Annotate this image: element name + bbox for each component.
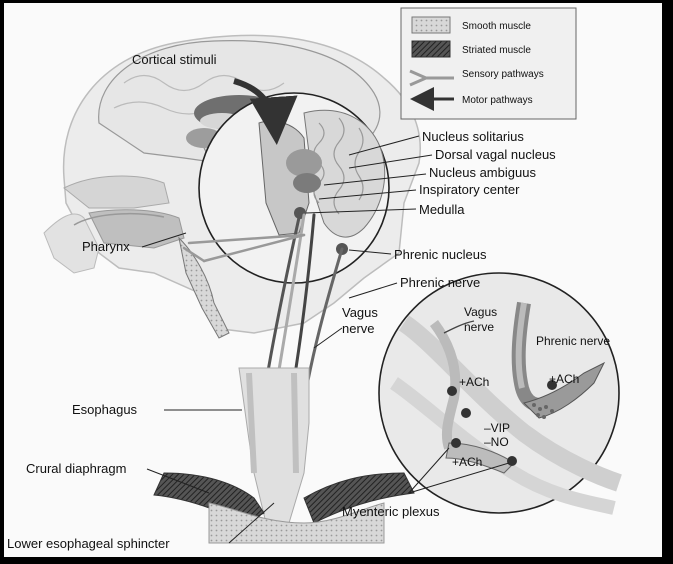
inset-vagus-label-line1: Vagus	[464, 305, 497, 319]
anatomy-diagram: Smooth muscle Striated muscle Sensory pa…	[7, 7, 622, 551]
inset-vip-label: –VIP	[484, 421, 510, 435]
legend-motor-pathways-label: Motor pathways	[462, 95, 533, 106]
nucleus-ambiguus-label: Nucleus ambiguus	[429, 165, 536, 180]
pharynx-tissue	[178, 236, 230, 339]
smooth-muscle-swatch	[411, 16, 451, 34]
leader-lines	[141, 135, 510, 544]
vagus-nerve-label-line2: nerve	[342, 321, 375, 336]
nucleus-solitarius-label: Nucleus solitarius	[422, 129, 524, 144]
phrenic-nucleus-label: Phrenic nucleus	[394, 247, 487, 262]
lower-esophageal-sphincter-label: Lower esophageal sphincter	[7, 536, 170, 551]
crural-diaphragm-label: Crural diaphragm	[26, 461, 126, 476]
dorsal-vagal-nucleus-label: Dorsal vagal nucleus	[435, 147, 556, 162]
legend-striated-muscle-label: Striated muscle	[462, 45, 531, 56]
pharynx-label: Pharynx	[82, 239, 130, 254]
esophagus-diaphragm	[153, 367, 415, 544]
legend: Smooth muscle Striated muscle Sensory pa…	[400, 7, 577, 120]
nasal-cavity	[63, 175, 185, 249]
diagram-panel: Smooth muscle Striated muscle Sensory pa…	[4, 3, 662, 557]
inset-ach-top-right-label: +ACh	[549, 372, 579, 386]
inspiratory-center-label: Inspiratory center	[419, 182, 520, 197]
inset-phrenic-nerve-label: Phrenic nerve	[536, 334, 610, 348]
legend-sensory-pathways-label: Sensory pathways	[462, 69, 544, 80]
myenteric-plexus-label: Myenteric plexus	[342, 504, 440, 519]
esophagus-label: Esophagus	[72, 402, 138, 417]
vagus-nerve-label-line1: Vagus	[342, 305, 378, 320]
inset-ach-top-left-label: +ACh	[459, 375, 489, 389]
striated-muscle-swatch	[411, 40, 451, 58]
sensory-pathway-symbol	[409, 69, 454, 87]
myenteric-inset-view	[378, 272, 622, 515]
brainstem-magnified-view	[198, 92, 390, 284]
legend-smooth-muscle-label: Smooth muscle	[462, 21, 531, 32]
cortical-stimuli-label: Cortical stimuli	[132, 52, 217, 67]
cortical-stimuli-arrow	[233, 78, 298, 145]
medulla-label: Medulla	[419, 202, 465, 217]
inset-no-label: –NO	[484, 435, 509, 449]
phrenic-nerve-label: Phrenic nerve	[400, 275, 480, 290]
inset-vagus-label-line2: nerve	[464, 320, 494, 334]
inset-ach-bottom-label: +ACh	[452, 455, 482, 469]
